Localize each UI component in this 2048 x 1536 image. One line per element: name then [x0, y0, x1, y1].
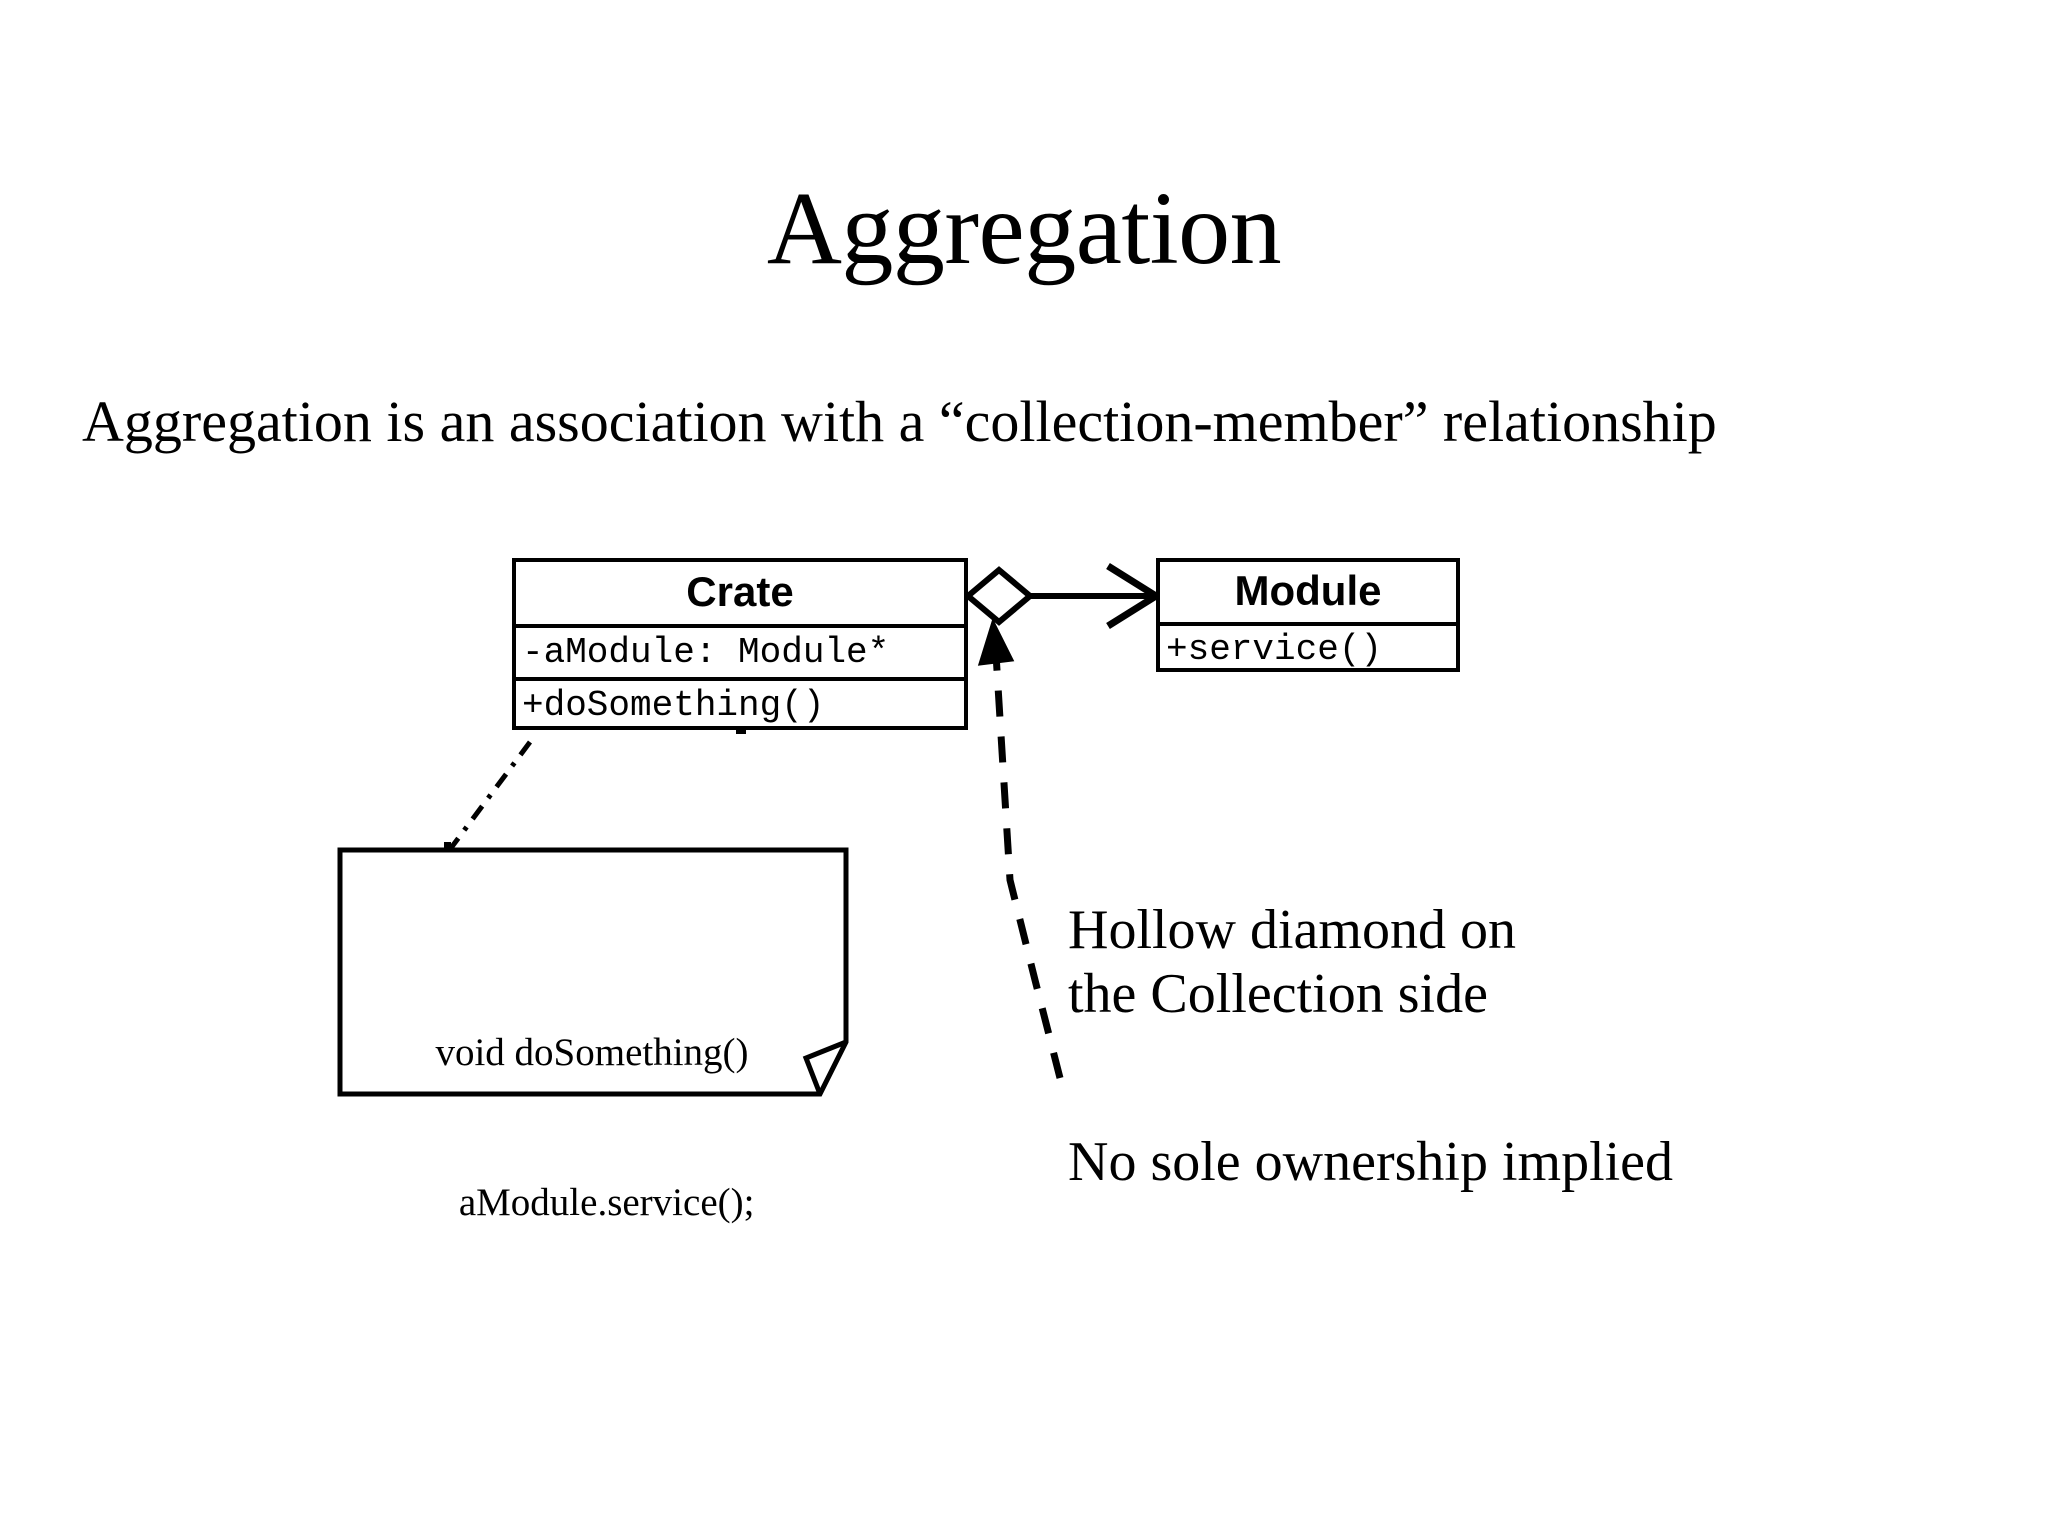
uml-attribute-crate-amodule: -aModule: Module*	[516, 624, 964, 677]
note-connector-line	[445, 740, 533, 854]
uml-operation-crate-dosomething: +doSomething()	[516, 677, 964, 730]
uml-class-name-module: Module	[1234, 567, 1382, 614]
callout-pointer-diamond	[977, 617, 1064, 1079]
uml-note[interactable]: void doSomething() aModule.service();	[338, 848, 846, 1224]
callout-arrowhead-icon	[977, 617, 1015, 666]
callout-dashed-line	[991, 637, 1064, 1079]
uml-class-crate[interactable]: Crate -aModule: Module* +doSomething()	[512, 558, 968, 730]
subtitle-text: Aggregation is an association with a “co…	[82, 389, 1717, 454]
uml-note-line-2: aModule.service();	[429, 1180, 755, 1224]
uml-class-module[interactable]: Module +service()	[1156, 558, 1460, 672]
page-title: Aggregation	[766, 170, 1282, 286]
uml-class-name-crate: Crate	[686, 568, 794, 615]
note-connector	[444, 724, 746, 854]
annotation-hollow-diamond: Hollow diamond on the Collection side	[1068, 899, 1516, 1026]
aggregation-connector	[963, 563, 1163, 629]
uml-note-line-1: void doSomething()	[435, 1030, 749, 1074]
uml-note-body: void doSomething() aModule.service();	[338, 928, 846, 1327]
annotation-no-sole-ownership: No sole ownership implied	[1068, 1131, 1674, 1193]
hollow-diamond-icon	[963, 566, 1035, 626]
open-arrowhead-icon	[1106, 563, 1163, 629]
uml-operation-module-service: +service()	[1160, 622, 1456, 672]
